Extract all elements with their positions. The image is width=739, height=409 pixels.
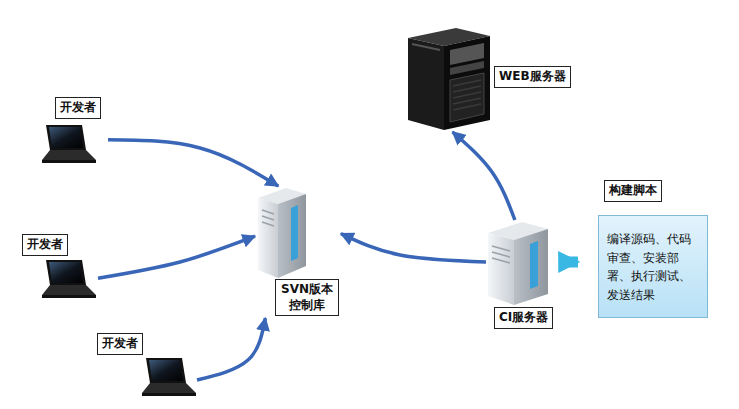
node-label: 开发者	[22, 234, 68, 256]
laptop-icon	[142, 358, 196, 396]
block-arrow	[562, 256, 578, 267]
flow-arrow	[98, 236, 255, 278]
developer-node: 开发者	[95, 331, 197, 402]
laptop-icon	[42, 125, 96, 163]
laptop-icon	[42, 260, 96, 298]
flow-arrow	[197, 318, 265, 380]
flow-arrow	[453, 132, 515, 220]
tower-server-icon	[408, 28, 490, 130]
server-icon	[258, 188, 306, 278]
node-label: CI服务器	[494, 307, 553, 329]
ci-server-node: CI服务器	[486, 220, 562, 332]
node-label: WEB服务器	[494, 66, 571, 88]
flow-arrow	[341, 234, 486, 262]
build-script-node: 构建脚本编译源码、代码审查、安装部署、执行测试、发送结果	[596, 178, 712, 320]
developer-node: 开发者	[20, 232, 98, 302]
web-server-node: WEB服务器	[405, 26, 575, 132]
flow-arrow	[108, 140, 278, 186]
node-label: 开发者	[55, 97, 101, 119]
server-icon	[488, 222, 548, 305]
node-label: SVN版本 控制库	[275, 279, 339, 316]
developer-node: 开发者	[38, 95, 108, 165]
node-label: 开发者	[97, 333, 143, 355]
node-label: 构建脚本	[604, 180, 662, 202]
svn-repository-node: SVN版本 控制库	[255, 186, 341, 318]
script-body: 编译源码、代码审查、安装部署、执行测试、发送结果	[598, 215, 708, 318]
